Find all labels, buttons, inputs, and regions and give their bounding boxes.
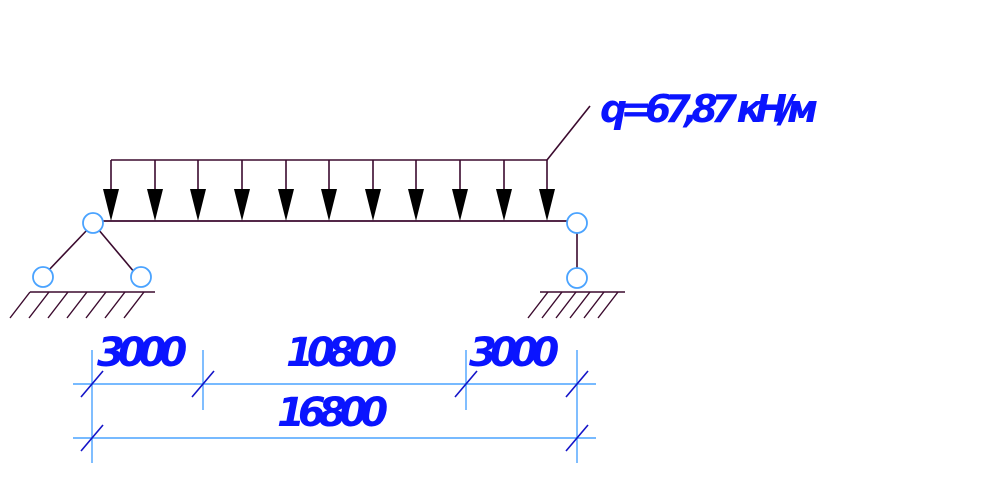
left-support-top-hinge-icon xyxy=(82,212,104,234)
tick-upper-left xyxy=(80,370,104,398)
right-ground-hatch xyxy=(527,291,619,319)
load-arrow-head-icon xyxy=(365,189,381,221)
right-support-top-hinge-icon xyxy=(566,212,588,234)
dim-left-span: 3000 xyxy=(97,330,186,376)
left-support-right-hinge-icon xyxy=(130,266,152,288)
dimension-extension-lines xyxy=(91,350,578,463)
tick-upper-a xyxy=(191,370,215,398)
load-leader-line xyxy=(546,105,591,161)
dimension-ticks xyxy=(80,370,589,452)
ground-hatch-line xyxy=(9,291,31,319)
ground-hatch-line xyxy=(569,291,591,319)
ground-hatch-line xyxy=(123,291,145,319)
ground-hatch-line xyxy=(28,291,50,319)
right-roller-support xyxy=(527,212,625,319)
tick-lower-left xyxy=(80,424,104,452)
tick-upper-right xyxy=(565,370,589,398)
left-support-left-hinge-icon xyxy=(32,266,54,288)
left-support-strut-left xyxy=(46,228,89,273)
ground-hatch-line xyxy=(541,291,563,319)
left-pinned-support xyxy=(9,212,155,319)
left-ground-hatch xyxy=(9,291,145,319)
load-label: q=67,87 кН/м xyxy=(600,87,817,131)
ground-hatch-line xyxy=(555,291,577,319)
left-support-strut-right xyxy=(97,228,136,274)
load-arrow-head-icon xyxy=(278,189,294,221)
ground-hatch-line xyxy=(66,291,88,319)
ground-hatch-line xyxy=(583,291,605,319)
load-arrow-head-icon xyxy=(147,189,163,221)
distributed-load xyxy=(103,159,555,221)
load-arrow-head-icon xyxy=(190,189,206,221)
load-arrow-head-icon xyxy=(496,189,512,221)
ground-hatch-line xyxy=(47,291,69,319)
load-arrow-head-icon xyxy=(452,189,468,221)
ground-hatch-line xyxy=(104,291,126,319)
ground-hatch-line xyxy=(85,291,107,319)
load-arrow-head-icon xyxy=(103,189,119,221)
tick-lower-right xyxy=(565,424,589,452)
load-arrow-head-icon xyxy=(408,189,424,221)
right-support-bottom-hinge-icon xyxy=(566,267,588,289)
ground-hatch-line xyxy=(597,291,619,319)
ground-hatch-line xyxy=(527,291,549,319)
tick-upper-b xyxy=(454,370,478,398)
dim-middle-span: 10800 xyxy=(286,330,396,376)
load-arrow-head-icon xyxy=(234,189,250,221)
dim-total-span: 16800 xyxy=(277,390,387,436)
dim-right-span: 3000 xyxy=(469,330,558,376)
load-arrow-head-icon xyxy=(539,189,555,221)
load-arrow-head-icon xyxy=(321,189,337,221)
